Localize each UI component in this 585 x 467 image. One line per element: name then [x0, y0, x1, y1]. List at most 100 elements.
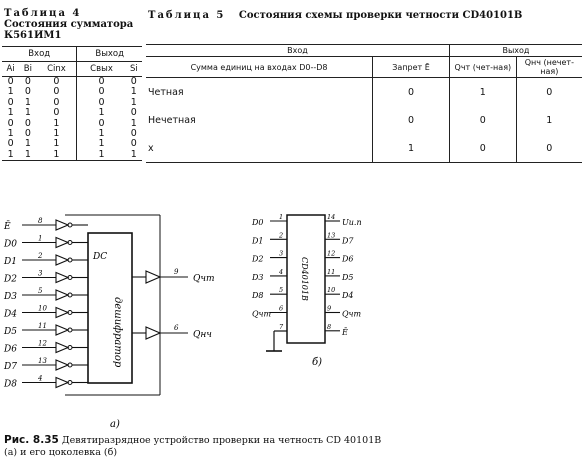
buffer-triangle [55, 359, 70, 371]
table4-col-b: Bi [23, 64, 32, 74]
table4-cell: 0 [130, 76, 137, 87]
table4-cell: 1 [7, 107, 14, 119]
table4-cell: 0 [130, 138, 137, 150]
table5-caption: Таблица 5 [148, 10, 226, 21]
input-line: D5 11 [3, 322, 88, 337]
table5-cell: 1 [546, 114, 553, 126]
pin-number: 13 [327, 231, 335, 239]
buffer-triangle [55, 271, 70, 284]
table5-cell: Нечетная [146, 106, 374, 134]
buffer-triangle [55, 254, 70, 266]
table4-cell: 1 [24, 148, 31, 160]
table4-cell: 1 [130, 117, 137, 129]
table4-cell: 1 [24, 107, 31, 119]
figure-number: Рис. 8.35 [4, 434, 59, 446]
table4-cell: 0 [36, 107, 78, 119]
table4-cell: 0 [24, 128, 31, 140]
buffer-triangle [55, 341, 70, 354]
input-line: D35 [3, 287, 88, 302]
pin-label: Qчт [342, 310, 362, 319]
table4-cell: 1 [36, 149, 78, 161]
input-label: D4 [3, 310, 17, 320]
pin-number: 14 [327, 213, 335, 221]
diagram-b-pins: D01D12D23D34D85Qчт6714Uи.п13D712D611D510… [251, 213, 362, 337]
table4-cell: 1 [98, 138, 105, 150]
table5-cell: 1 [449, 77, 517, 106]
input-label: D8 [3, 380, 17, 390]
table4-cell: 1 [36, 139, 78, 150]
pin-label: D0 [251, 218, 264, 227]
chip-left-pin: D01 [251, 213, 287, 227]
pin-label: D6 [341, 255, 354, 264]
pin-number: 3 [279, 250, 283, 258]
table4-cell: 0 [130, 128, 137, 140]
input-pin: 13 [38, 357, 47, 365]
table5-cell: 0 [372, 77, 450, 106]
pin-label: D2 [251, 255, 264, 264]
pin-number: 10 [327, 286, 335, 294]
buffer-triangle [55, 219, 70, 231]
chip-left-pin: D2 3 [251, 250, 287, 264]
input-label: D2 [3, 275, 17, 285]
pin-number: 7 [279, 323, 284, 331]
input-label: D5 [3, 327, 17, 337]
table5-cell: 0 [546, 142, 553, 154]
table5-col-odd: Qнч (нечет-ная) [524, 58, 574, 76]
pin-number: 8 [327, 323, 331, 331]
pin-number: 12 [327, 250, 335, 258]
output-pin: 6 [174, 324, 179, 332]
table5-cell: 0 [449, 106, 517, 134]
buffer-triangle [55, 324, 70, 336]
input-pin: 11 [38, 322, 47, 330]
table5-cell: x [146, 134, 374, 163]
table4-cell: 0 [36, 86, 78, 98]
chip-right-pin: 8Ē [325, 323, 348, 337]
table4-cell: 1 [130, 96, 137, 108]
input-line: D23 [3, 270, 88, 285]
input-label: D1 [3, 257, 17, 267]
pin-number: 9 [327, 305, 331, 313]
output-buffer [145, 326, 162, 340]
diagram-b-label: б) [312, 357, 322, 368]
chip-left-pin: D85 [251, 286, 287, 300]
table5-cell: 0 [449, 134, 517, 163]
input-line: Ē8 [3, 217, 88, 232]
input-label: Ē [3, 220, 11, 232]
input-label: D3 [3, 292, 17, 302]
table5-col-inhibit: Запрет Ē [372, 56, 450, 78]
table4-cell: 1 [36, 118, 78, 130]
figure-caption: Рис. 8.35 Девятиразрядное устройство про… [4, 434, 394, 459]
table4-cell: 1 [7, 148, 14, 160]
table4-cell: 1 [98, 148, 105, 160]
table5-heading: Таблица 5 Состояния схемы проверки четно… [148, 10, 578, 21]
table4-caption: Таблица 4 [4, 8, 82, 19]
table5-col-even: Qчт (чет-ная) [449, 56, 517, 78]
input-line: D84 [3, 375, 88, 390]
table4-cell: 0 [24, 117, 31, 129]
table5-cell: 0 [372, 106, 450, 134]
table4-col-s: Si [129, 64, 138, 74]
chip-name: CD40101B [300, 257, 309, 301]
table4-col-cout: Cвых [90, 64, 113, 74]
table4-title: Состояния сумматора К561ИМ1 [4, 19, 134, 41]
table4-cell: 0 [7, 138, 14, 150]
